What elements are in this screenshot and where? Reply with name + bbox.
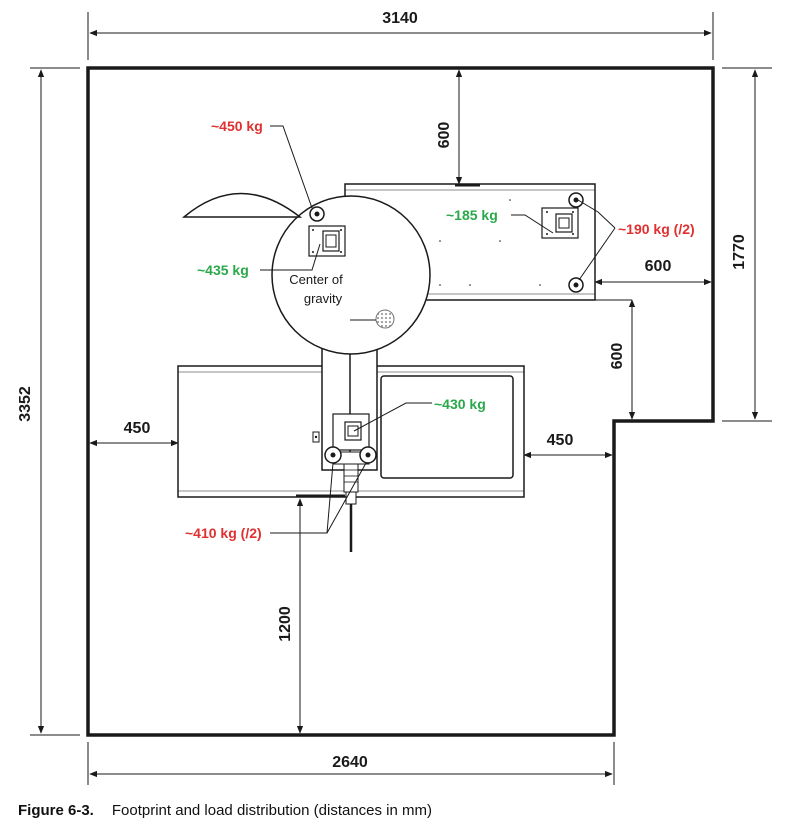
load-bottom-pair: ~410 kg (/2) <box>185 525 262 541</box>
robot-base <box>271 195 431 355</box>
dim-total-height: 3352 <box>17 386 34 422</box>
dim-left-gap: 450 <box>124 420 151 437</box>
cog-label-line1: Center of <box>289 272 343 287</box>
dim-bottom-width: 2640 <box>332 754 368 771</box>
figure-caption: Figure 6-3. Footprint and load distributi… <box>18 802 432 819</box>
dim-right-height: 1770 <box>731 234 748 270</box>
figure-number: Figure 6-3. <box>18 802 94 819</box>
load-top-right-pair: ~190 kg (/2) <box>618 221 695 237</box>
load-upper-center: ~435 kg <box>197 262 249 278</box>
door-swing-arc <box>181 192 303 218</box>
outer-dimension-lines <box>37 29 759 778</box>
dim-top-width: 3140 <box>382 10 418 27</box>
leader-lines <box>260 125 616 534</box>
load-right-center: ~185 kg <box>446 207 498 223</box>
figure-caption-text: Footprint and load distribution (distanc… <box>111 802 433 819</box>
floor-outline <box>86 66 715 737</box>
extension-lines <box>30 12 772 785</box>
center-column <box>312 344 378 552</box>
dim-front-gap: 1200 <box>277 606 294 642</box>
dim-top-gap: 600 <box>436 122 453 149</box>
dim-notch-gap: 600 <box>609 343 626 370</box>
dim-right-gap: 600 <box>645 258 672 275</box>
dim-right-table-gap: 450 <box>547 432 574 449</box>
load-top-left: ~450 kg <box>211 118 263 134</box>
inner-dimension-lines <box>89 69 712 734</box>
cog-label-line2: gravity <box>304 291 343 306</box>
footprint-diagram: 3140 3352 1770 2640 600 600 600 450 450 … <box>17 10 772 785</box>
load-lower-center: ~430 kg <box>434 396 486 412</box>
